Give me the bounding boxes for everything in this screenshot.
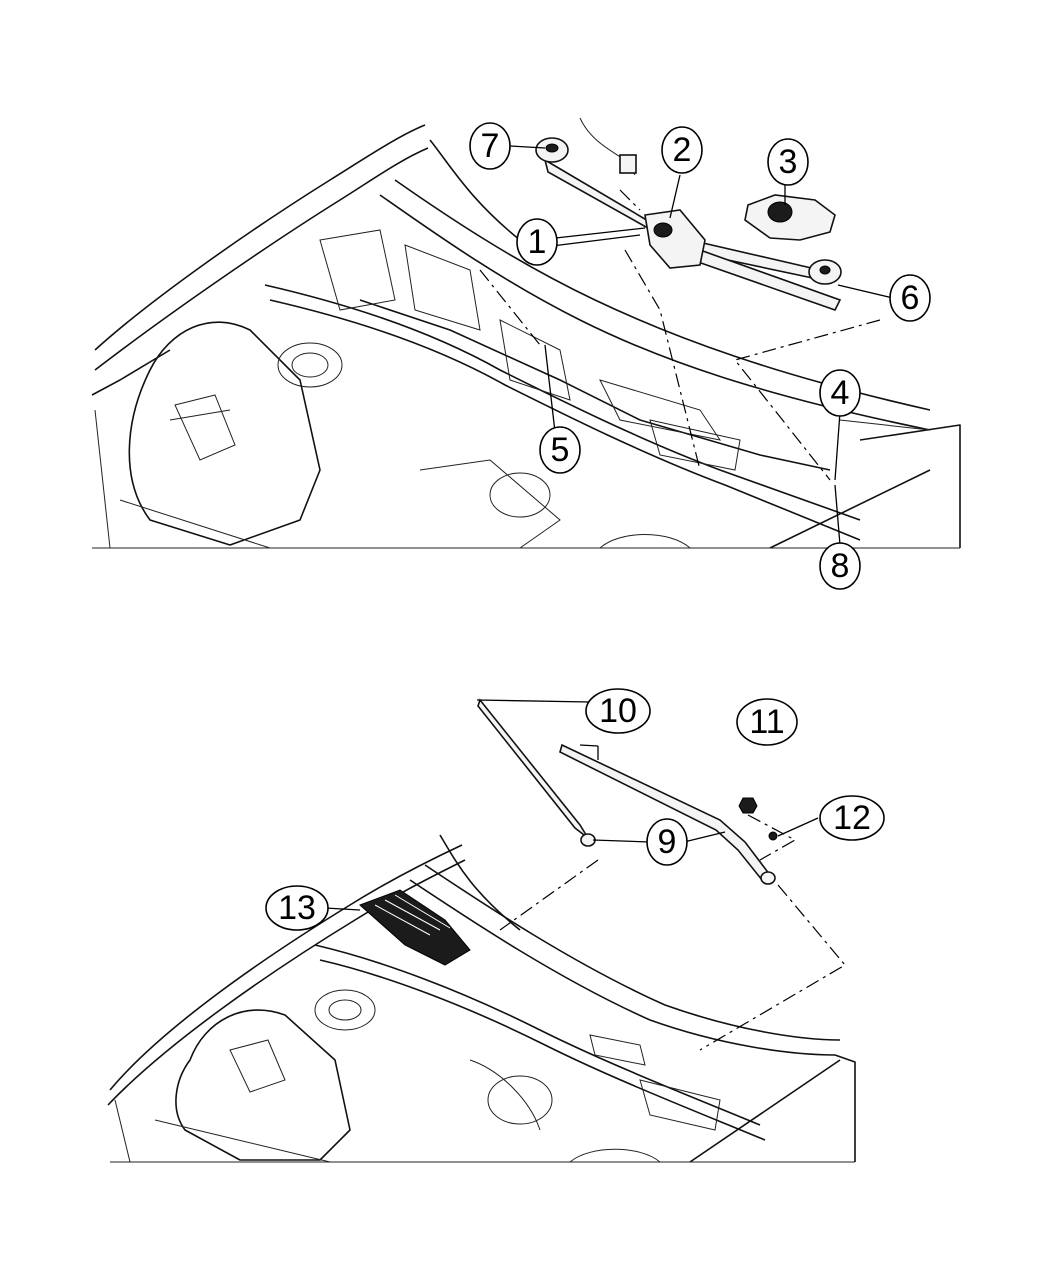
wiper-arms-and-blades [477, 698, 778, 885]
callout-1-label: 1 [528, 223, 547, 261]
cowl-grille-panel [359, 889, 471, 966]
callout-3-label: 3 [779, 143, 798, 181]
callout-2: 2 [661, 126, 703, 174]
callout-10-label: 10 [599, 692, 637, 730]
callout-13: 13 [265, 885, 329, 931]
callout-11-label: 11 [749, 703, 784, 741]
callout-13-label: 13 [278, 889, 316, 927]
callout-8-label: 8 [831, 547, 850, 585]
callout-2-label: 2 [673, 131, 692, 169]
callout-5-label: 5 [551, 431, 570, 469]
wiper-linkage-assembly [535, 117, 842, 311]
callout-11: 11 [736, 698, 798, 746]
callout-12-label: 12 [833, 799, 871, 837]
callout-4-label: 4 [831, 374, 850, 412]
top-illustration-vehicle-cowl [91, 124, 961, 549]
callout-8: 8 [819, 542, 861, 590]
callout-9-label: 9 [658, 823, 677, 861]
callout-6: 6 [889, 274, 931, 322]
callout-6-label: 6 [901, 279, 920, 317]
top-leader-lines [479, 145, 894, 546]
callout-10: 10 [585, 688, 651, 734]
callout-3: 3 [767, 138, 809, 186]
callout-7-label: 7 [481, 127, 500, 165]
callout-7: 7 [469, 122, 511, 170]
bottom-illustration-vehicle-cowl [107, 834, 856, 1163]
callout-9: 9 [646, 818, 688, 866]
callout-12: 12 [819, 795, 885, 841]
callout-1: 1 [516, 218, 558, 266]
callout-5: 5 [539, 426, 581, 474]
bottom-leader-lines [324, 699, 846, 1051]
callout-4: 4 [819, 369, 861, 417]
